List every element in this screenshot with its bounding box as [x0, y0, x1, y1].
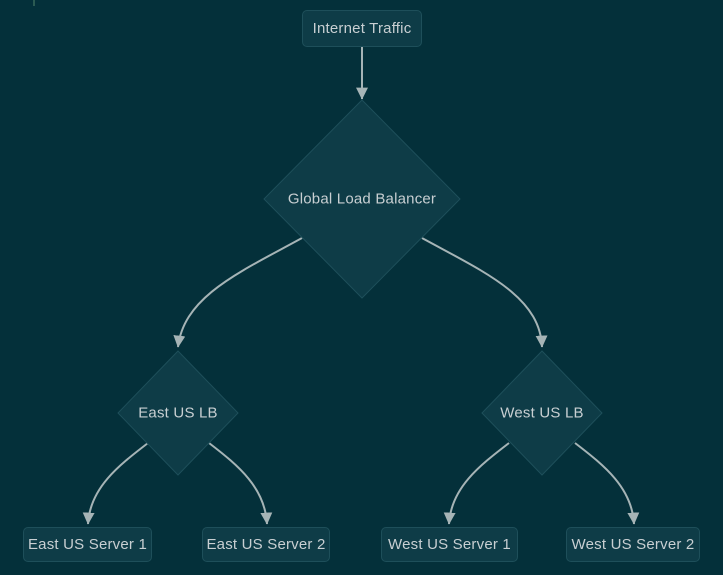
edge-westlb-to-srv2 — [574, 442, 640, 525]
edge-eastlb-to-srv2 — [208, 442, 273, 525]
node-internet-traffic-label: Internet Traffic — [312, 20, 412, 37]
node-east-us-server-1: East US Server 1 — [23, 527, 152, 562]
node-east-us-lb-label: East US LB — [138, 404, 218, 422]
node-internet-traffic: Internet Traffic — [302, 10, 422, 47]
node-east-us-lb-diamond — [117, 350, 239, 476]
edge-glb-to-east-lb — [173, 237, 303, 348]
node-west-us-server-1-label: West US Server 1 — [388, 536, 511, 553]
node-west-us-lb-label: West US LB — [500, 404, 584, 422]
edge-glb-to-west-lb — [421, 237, 548, 348]
node-west-us-server-1: West US Server 1 — [381, 527, 518, 562]
edge-eastlb-to-srv1 — [82, 442, 149, 525]
node-global-load-balancer-label: Global Load Balancer — [287, 190, 437, 208]
node-west-us-server-2-label: West US Server 2 — [571, 536, 695, 553]
node-west-us-server-2: West US Server 2 — [566, 527, 700, 562]
node-west-us-lb-diamond — [481, 350, 603, 476]
node-east-us-server-1-label: East US Server 1 — [27, 536, 148, 553]
edge-westlb-to-srv1 — [443, 442, 510, 525]
node-east-us-server-2: East US Server 2 — [202, 527, 330, 562]
node-east-us-server-2-label: East US Server 2 — [206, 536, 326, 553]
stray-tick-mark — [33, 0, 35, 6]
node-global-load-balancer-diamond — [263, 99, 461, 299]
